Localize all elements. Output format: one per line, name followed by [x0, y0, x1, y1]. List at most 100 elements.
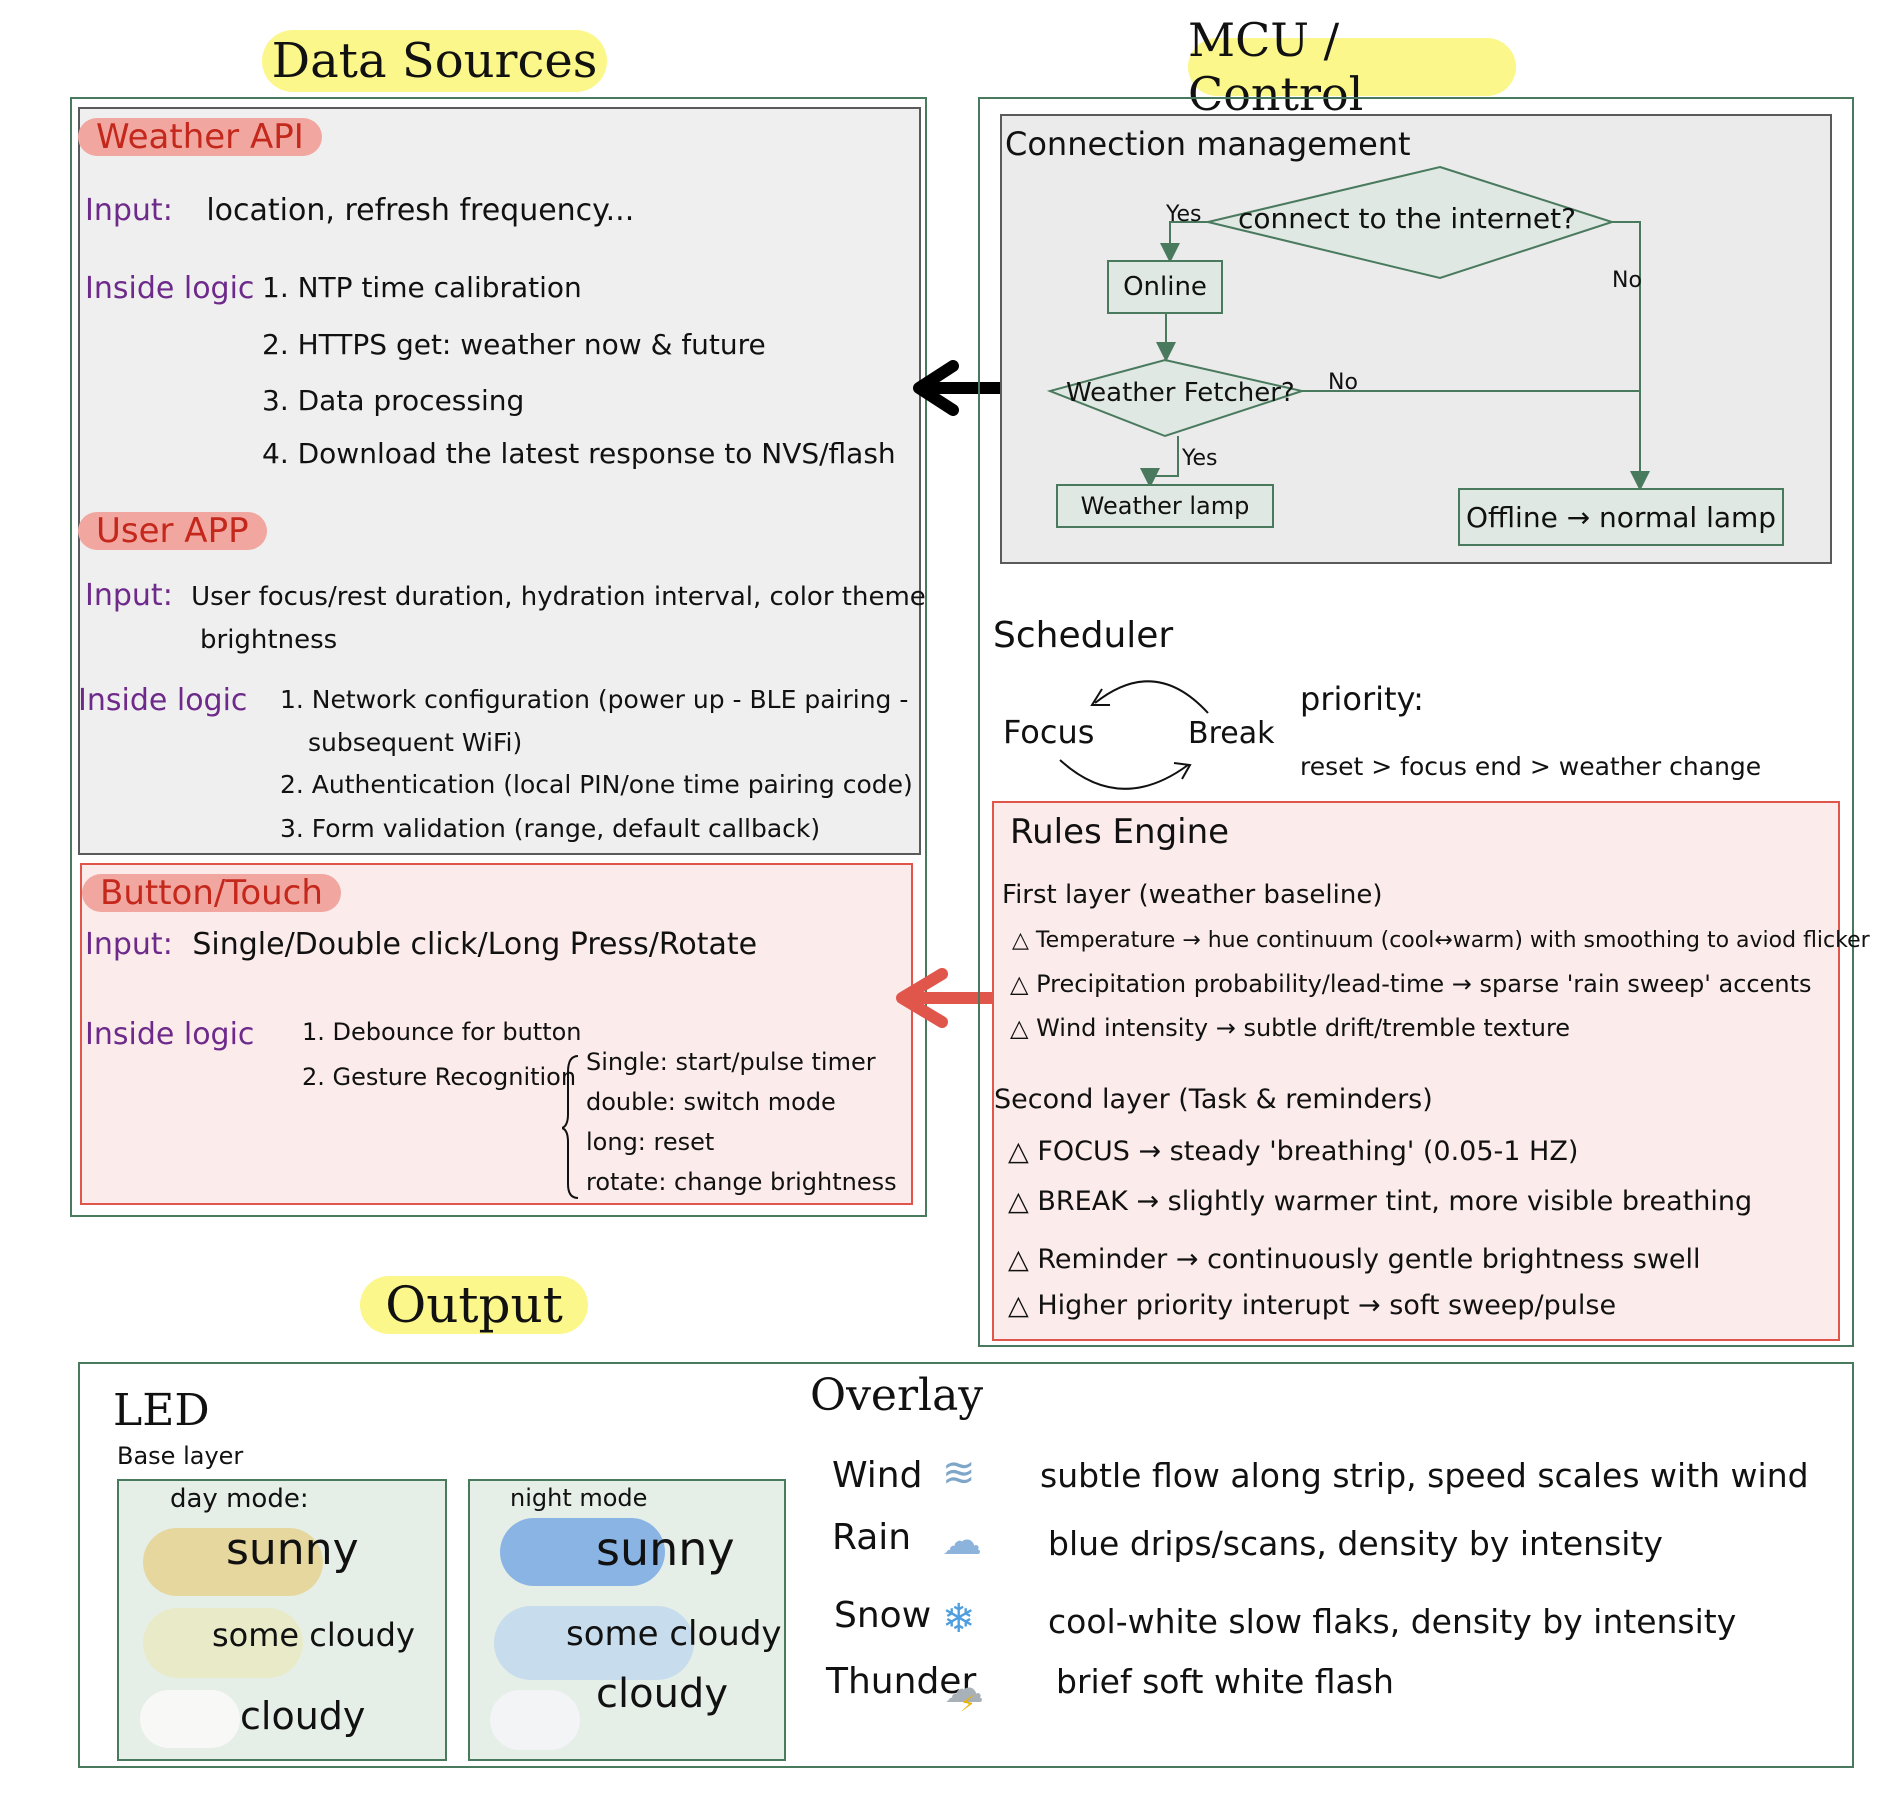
- rules-title: Rules Engine: [1010, 812, 1230, 852]
- button-logic-1: 1. Debounce for button: [302, 1018, 582, 1046]
- night-some-cloudy-swatch: [494, 1606, 694, 1680]
- led-title: LED: [113, 1385, 210, 1436]
- break-label: Break: [1188, 716, 1275, 751]
- overlay-desc: cool-white slow flaks, density by intens…: [1048, 1602, 1737, 1641]
- gesture-item: Single: start/pulse timer: [586, 1048, 876, 1076]
- night-mode-label: night mode: [510, 1484, 648, 1512]
- decision-weather-label: Weather Fetcher?: [1066, 378, 1295, 408]
- overlay-desc: subtle flow along strip, speed scales wi…: [1040, 1456, 1809, 1495]
- gesture-brace: [562, 1055, 579, 1199]
- button-touch-tag: Button/Touch: [82, 874, 341, 912]
- night-cloudy-swatch: [490, 1690, 580, 1750]
- day-sunny-text: sunny: [226, 1524, 359, 1575]
- weather-user-box: [78, 107, 921, 855]
- connection-title: Connection management: [1005, 125, 1411, 163]
- mcu-control-header: MCU / Control: [1188, 13, 1516, 121]
- user-logic-item: subsequent WiFi): [308, 728, 523, 757]
- second-layer-title: Second layer (Task & reminders): [994, 1084, 1433, 1115]
- online-text: Online: [1123, 272, 1207, 302]
- user-app-tag: User APP: [78, 512, 267, 550]
- priority-label: priority:: [1300, 680, 1424, 718]
- night-sunny-swatch: [500, 1518, 665, 1586]
- user-logic-label: Inside logic: [78, 683, 248, 718]
- night-sunny-text: sunny: [596, 1522, 735, 1576]
- weather-lamp-text: Weather lamp: [1080, 492, 1250, 520]
- overlay-title: Overlay: [810, 1370, 984, 1421]
- day-cloudy-swatch: [140, 1690, 240, 1748]
- no-label: No: [1612, 268, 1642, 293]
- scheduler-cycle-arrows: [1059, 680, 1209, 790]
- first-layer-item: △ Wind intensity → subtle drift/tremble …: [1010, 1014, 1571, 1042]
- focus-label: Focus: [1003, 713, 1095, 751]
- black-arrow: [913, 360, 1015, 416]
- user-logic-item: 3. Form validation (range, default callb…: [280, 814, 821, 843]
- red-arrow: [896, 968, 1006, 1028]
- overlay-name: Thunder: [826, 1661, 977, 1702]
- weather-logic-label: Inside logic: [85, 271, 255, 306]
- day-some-cloudy-text: some cloudy: [212, 1616, 415, 1654]
- button-input-row: Input: Single/Double click/Long Press/Ro…: [85, 927, 758, 962]
- button-input-value: Single/Double click/Long Press/Rotate: [192, 927, 758, 962]
- user-logic-item: 2. Authentication (local PIN/one time pa…: [280, 770, 913, 799]
- gesture-item: rotate: change brightness: [586, 1168, 897, 1196]
- mcu-control-header-text: MCU / Control: [1188, 13, 1364, 121]
- button-logic-2: 2. Gesture Recognition: [302, 1063, 577, 1091]
- overlay-desc: brief soft white flash: [1056, 1662, 1394, 1701]
- output-header: Output: [360, 1276, 588, 1334]
- weather-input-label: Input: [85, 193, 163, 228]
- data-sources-panel: [70, 97, 927, 1217]
- weather-input-value: location, refresh frequency...: [206, 193, 635, 228]
- user-logic-item: 1. Network configuration (power up - BLE…: [280, 685, 909, 714]
- base-layer-label: Base layer: [117, 1442, 244, 1470]
- snowflake-icon: ❄: [942, 1596, 976, 1642]
- decision-internet-label: connect to the internet?: [1238, 202, 1576, 235]
- day-sunny-swatch: [143, 1528, 323, 1596]
- weather-logic-item: 1. NTP time calibration: [262, 271, 582, 304]
- first-layer-title: First layer (weather baseline): [1002, 880, 1383, 910]
- overlay-name: Rain: [832, 1517, 912, 1558]
- overlay-name: Wind: [832, 1455, 923, 1496]
- offline-text: Offline → normal lamp: [1465, 500, 1777, 534]
- yes-label: Yes: [1182, 446, 1218, 471]
- mcu-control-panel: [978, 97, 1854, 1347]
- priority-value: reset > focus end > weather change: [1300, 752, 1762, 781]
- data-sources-header: Data Sources: [262, 30, 607, 92]
- flowchart-lines: [1046, 165, 1650, 491]
- online-box: Online: [1107, 260, 1223, 314]
- night-cloudy-text: cloudy: [596, 1671, 728, 1717]
- offline-box: Offline → normal lamp: [1458, 488, 1784, 546]
- day-some-cloudy-swatch: [143, 1608, 303, 1678]
- gesture-item: long: reset: [586, 1128, 715, 1156]
- data-sources-header-text: Data Sources: [271, 33, 598, 89]
- overlay-desc: blue drips/scans, density by intensity: [1048, 1524, 1663, 1563]
- weather-logic-item: 4. Download the latest response to NVS/f…: [262, 437, 896, 470]
- output-panel: [78, 1362, 1854, 1768]
- rain-cloud-icon: ☁: [942, 1518, 982, 1564]
- second-layer-item: △ Higher priority interupt → soft sweep/…: [1008, 1290, 1617, 1321]
- output-header-text: Output: [385, 1276, 563, 1334]
- button-logic-label: Inside logic: [85, 1017, 255, 1052]
- rules-engine-box: [992, 801, 1840, 1341]
- user-input-value: User focus/rest duration, hydration inte…: [191, 582, 926, 612]
- first-layer-item: △ Temperature → hue continuum (cool↔warm…: [1012, 928, 1870, 953]
- day-mode-label: day mode:: [170, 1484, 309, 1514]
- weather-input-row: Input: location, refresh frequency...: [85, 193, 635, 228]
- wind-icon: ≋: [942, 1450, 976, 1496]
- user-input-label: Input: [85, 578, 163, 613]
- day-cloudy-text: cloudy: [240, 1694, 366, 1738]
- first-layer-item: △ Precipitation probability/lead-time → …: [1010, 970, 1812, 998]
- yes-label: Yes: [1166, 202, 1202, 227]
- weather-logic-item: 2. HTTPS get: weather now & future: [262, 328, 766, 361]
- second-layer-item: △ FOCUS → steady 'breathing' (0.05-1 HZ): [1008, 1136, 1579, 1167]
- weather-lamp-box: Weather lamp: [1056, 484, 1274, 528]
- thunder-cloud-icon: ☁⚡: [944, 1666, 984, 1717]
- night-some-cloudy-text: some cloudy: [566, 1614, 782, 1654]
- weather-logic-item: 3. Data processing: [262, 384, 525, 417]
- gesture-item: double: switch mode: [586, 1088, 836, 1116]
- button-input-label: Input: [85, 927, 163, 962]
- weather-api-tag: Weather API: [78, 118, 322, 156]
- scheduler-title: Scheduler: [993, 615, 1174, 656]
- second-layer-item: △ Reminder → continuously gentle brightn…: [1008, 1244, 1701, 1275]
- second-layer-item: △ BREAK → slightly warmer tint, more vis…: [1008, 1186, 1753, 1217]
- button-touch-box: [80, 863, 913, 1205]
